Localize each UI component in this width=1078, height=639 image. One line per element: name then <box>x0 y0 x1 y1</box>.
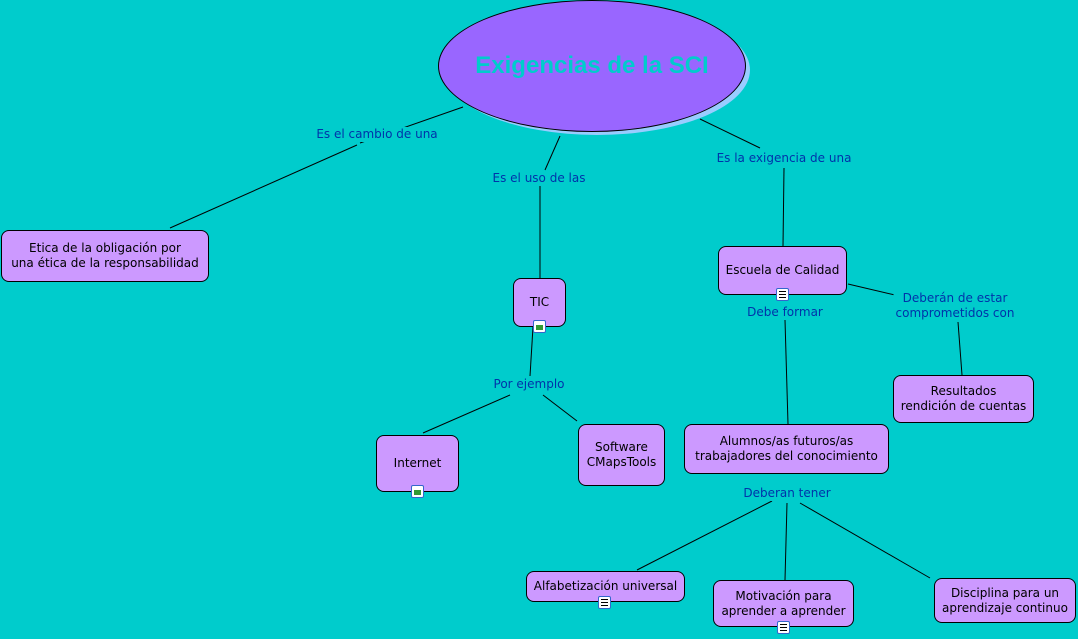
line <box>169 144 358 229</box>
document-resource-icon[interactable] <box>776 288 789 301</box>
line <box>422 394 511 434</box>
link-label-por-ejemplo[interactable]: Por ejemplo <box>491 377 567 392</box>
root-concept[interactable]: Exigencias de la SCI <box>438 0 746 132</box>
link-label-cambio[interactable]: Es el cambio de una <box>314 127 440 142</box>
concept-software[interactable]: Software CMapsTools <box>578 424 665 486</box>
line <box>784 319 789 425</box>
line <box>636 500 773 571</box>
line <box>542 394 578 422</box>
root-label: Exigencias de la SCI <box>475 52 709 79</box>
link-label-debe-formar[interactable]: Debe formar <box>745 305 825 320</box>
document-resource-icon[interactable] <box>777 621 790 634</box>
line <box>957 321 963 376</box>
document-resource-icon[interactable] <box>598 596 611 609</box>
link-label-deberan-tener[interactable]: Deberan tener <box>741 486 833 501</box>
line <box>799 502 931 579</box>
line <box>529 326 534 377</box>
image-resource-icon[interactable] <box>533 320 546 333</box>
line <box>544 135 561 171</box>
link-label-comprometidos[interactable]: Deberán de estar comprometidos con <box>893 291 1017 321</box>
concept-alumnos[interactable]: Alumnos/as futuros/as trabajadores del c… <box>684 424 889 474</box>
link-label-exigencia[interactable]: Es la exigencia de una <box>714 151 854 166</box>
concept-motivacion[interactable]: Motivación para aprender a aprender <box>713 580 854 627</box>
concept-alfabetizacion[interactable]: Alfabetización universal <box>526 571 685 602</box>
concept-internet[interactable]: Internet <box>376 435 459 492</box>
line <box>784 502 788 581</box>
line <box>847 283 896 296</box>
concept-disciplina[interactable]: Disciplina para un aprendizaje continuo <box>934 578 1076 623</box>
link-label-uso[interactable]: Es el uso de las <box>490 171 588 186</box>
concept-etica[interactable]: Etica de la obligación por una ética de … <box>1 230 209 282</box>
concept-resultados[interactable]: Resultados rendición de cuentas <box>893 375 1034 423</box>
concept-escuela[interactable]: Escuela de Calidad <box>718 246 847 295</box>
image-resource-icon[interactable] <box>411 485 424 498</box>
line <box>699 118 761 149</box>
line <box>782 167 785 247</box>
